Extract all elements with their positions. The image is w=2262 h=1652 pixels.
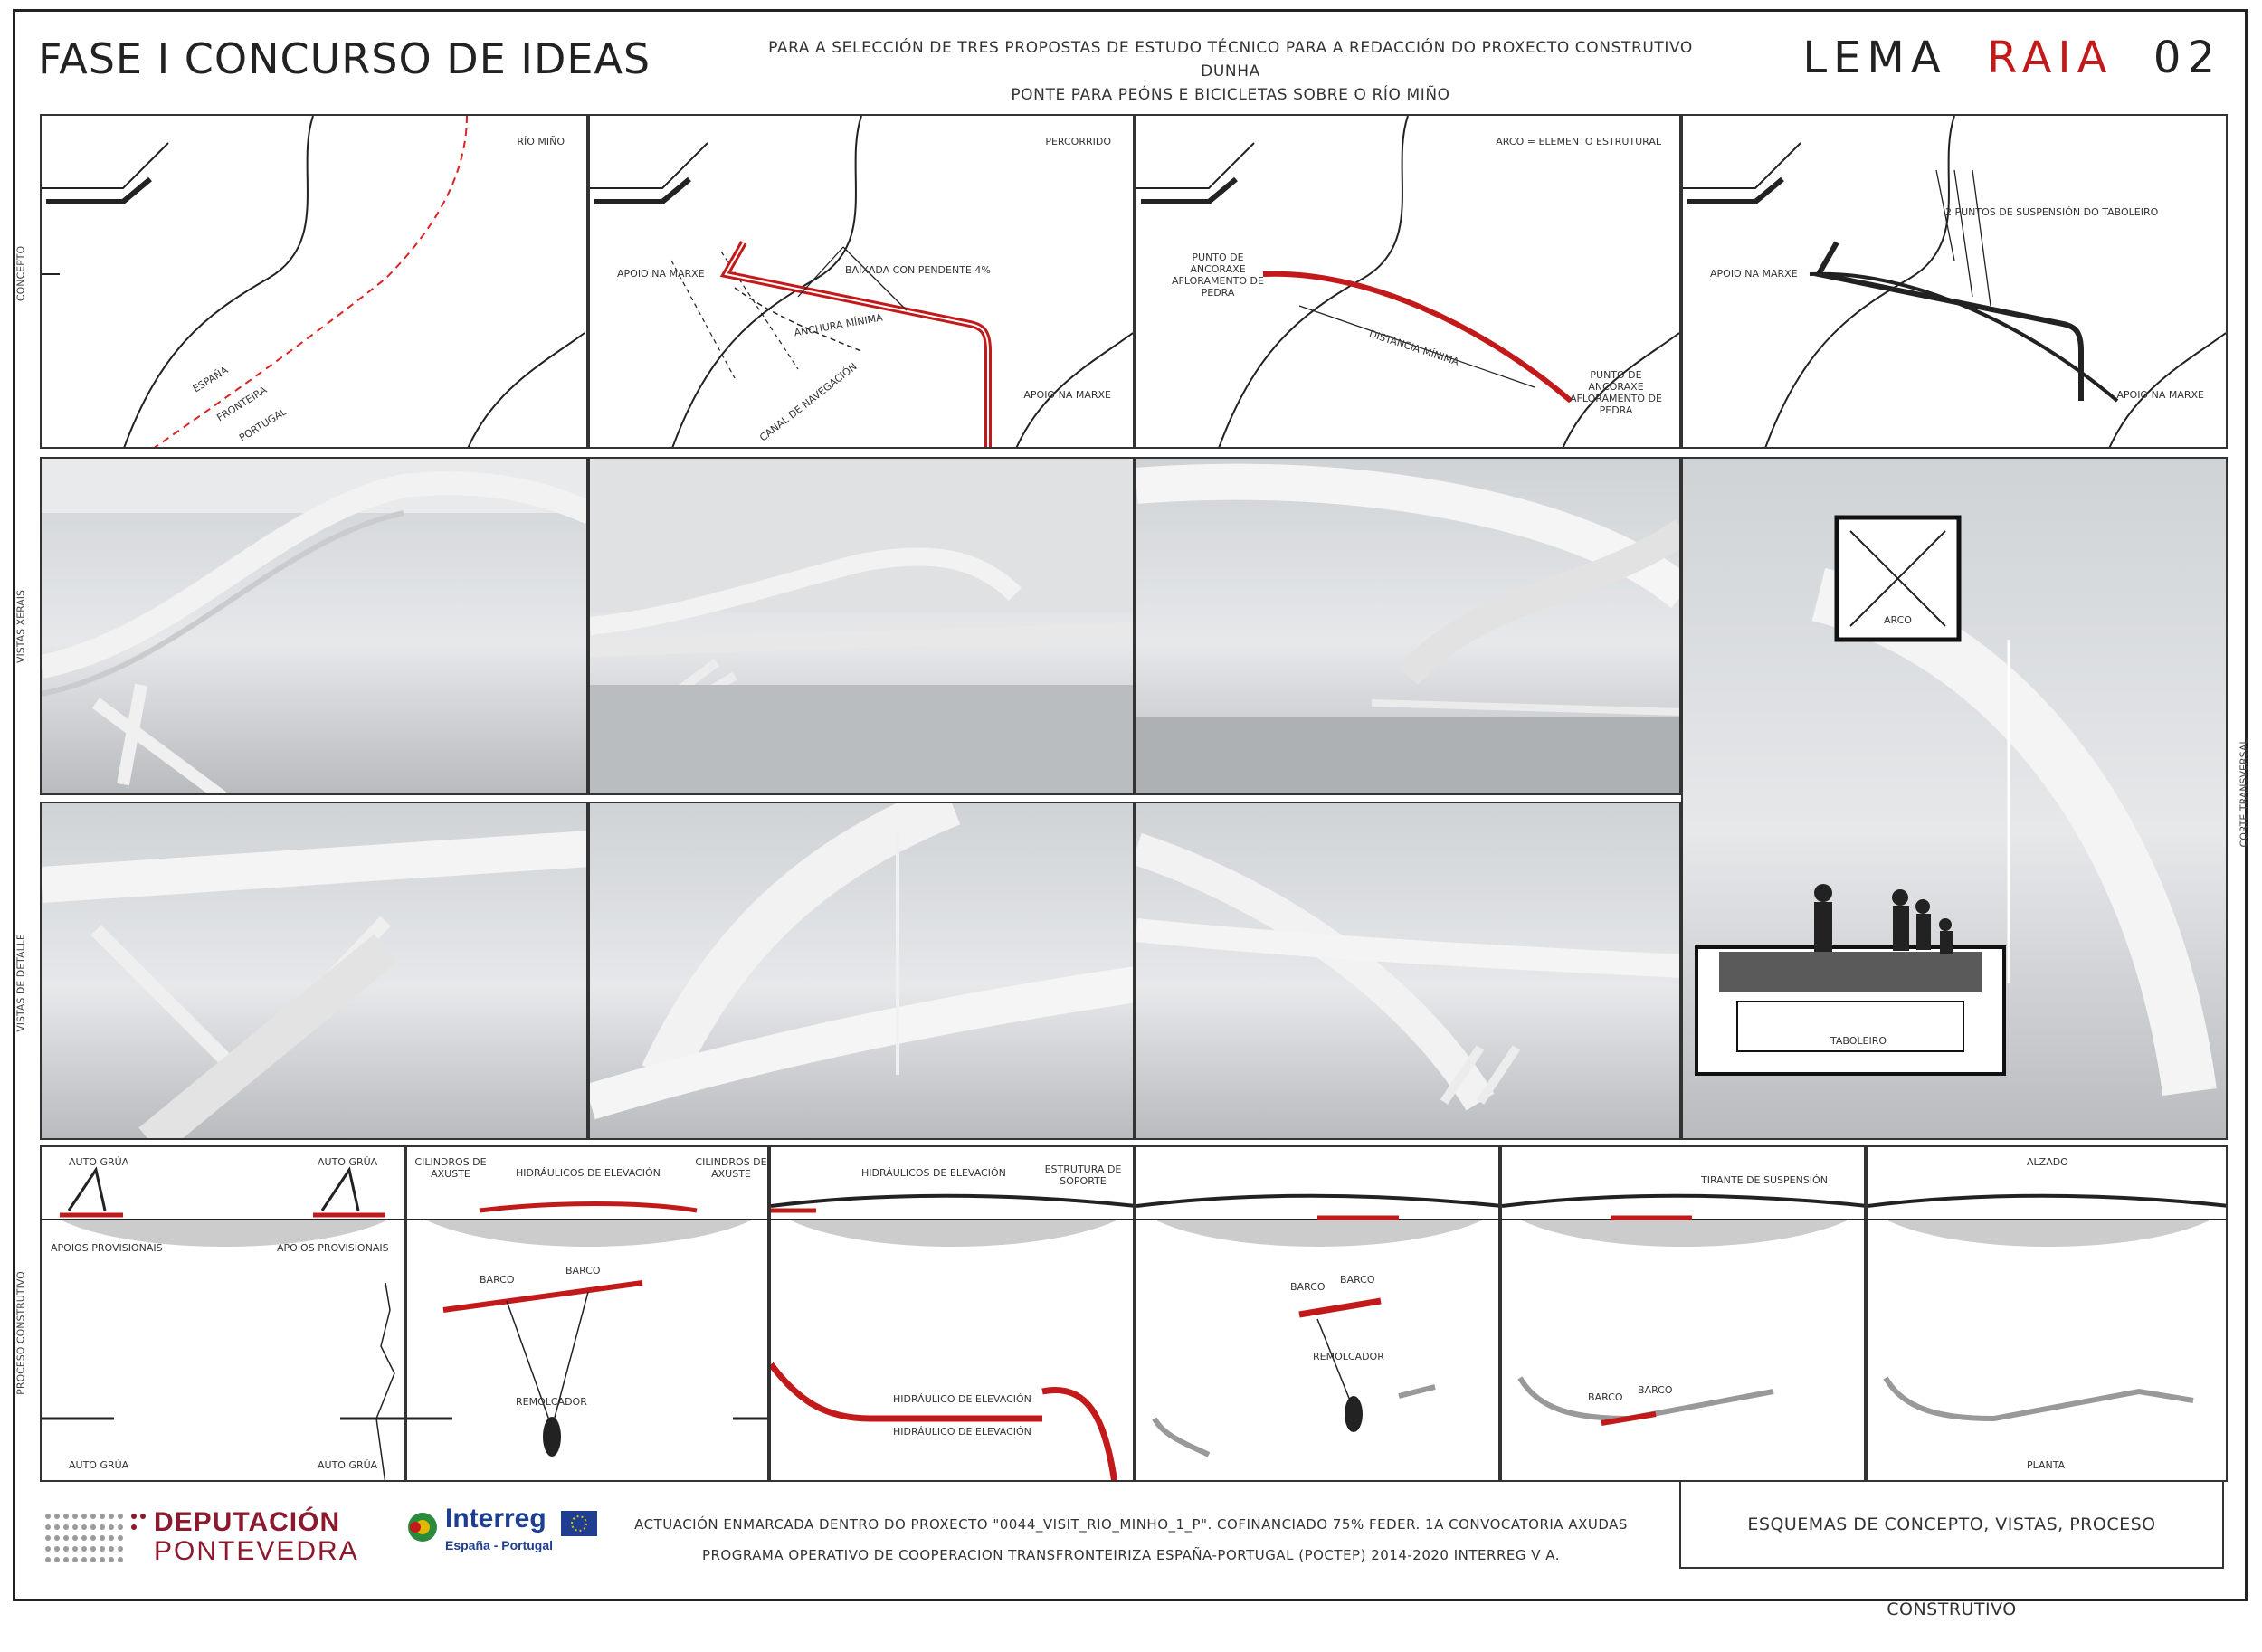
label-ancoraxe-1: PUNTO DE ANCORAXE AFLORAMENTO DE PEDRA — [1172, 252, 1264, 299]
bridge-detail-3 — [1136, 832, 1679, 1111]
p3-bottom-label-1: HIDRÁULICO DE ELEVACIÓN — [893, 1393, 1031, 1405]
concept-title-3: ARCO = ELEMENTO ESTRUTURAL — [1496, 136, 1661, 147]
cross-section-drawing — [1695, 515, 2217, 1096]
p1-bottom-label-1: AUTO GRÚA — [69, 1459, 129, 1471]
label-arco: ARCO — [1884, 614, 1912, 626]
suspension-drawing — [1683, 116, 2226, 447]
process-drawing-2 — [407, 1201, 767, 1457]
bridge-render-2 — [590, 459, 1133, 793]
row-label-vistas-detalle: VISTAS DE DETALLE — [14, 934, 27, 1032]
row-label-proceso: PROCESO CONSTRUTIVO — [14, 1271, 27, 1395]
p6-top-label-1: ALZADO — [2027, 1156, 2068, 1168]
p1-top-label-1: AUTO GRÚA — [69, 1156, 129, 1168]
p3-bottom-label-2: HIDRÁULICO DE ELEVACIÓN — [893, 1426, 1031, 1438]
process-panel-1: AUTO GRÚA AUTO GRÚA APOIOS PROVISIONAIS … — [40, 1145, 405, 1482]
render-detail-2 — [588, 802, 1135, 1140]
footer-line-2: PROGRAMA OPERATIVO DE COOPERACION TRANSF… — [701, 1547, 1561, 1563]
p1-top-label-2: AUTO GRÚA — [318, 1156, 378, 1168]
bridge-detail-1 — [42, 831, 586, 1138]
bridge-detail-2 — [590, 803, 1133, 1120]
label-baixada: BAIXADA CON PENDENTE 4% — [845, 264, 991, 276]
p4-bottom-label-2: BARCO — [1340, 1274, 1375, 1286]
concept-panel-arco: ARCO = ELEMENTO ESTRUTURAL PUNTO DE ANCO… — [1135, 114, 1681, 449]
process-drawing-4 — [1136, 1193, 1498, 1457]
p5-top-label-1: TIRANTE DE SUSPENSIÓN — [1701, 1174, 1828, 1186]
label-taboleiro: TABOLEIRO — [1830, 1035, 1887, 1047]
label-apoio-marxe-4: APOIO NA MARXE — [2116, 389, 2204, 401]
sheet-subtitle: PARA A SELECCIÓN DE TRES PROPOSTAS DE ES… — [760, 36, 1701, 107]
render-general-2 — [588, 457, 1135, 795]
eu-flag-icon — [561, 1511, 597, 1536]
render-detail-1 — [40, 802, 588, 1140]
bridge-render-3 — [1136, 463, 1679, 793]
interreg-logo-icon — [408, 1513, 437, 1542]
lema-title: LEMA RAIA 02 — [1802, 33, 2221, 83]
concept-panel-percorrido: PERCORRIDO APOIO NA MARXE BAIXADA CON PE… — [588, 114, 1135, 449]
arch-drawing — [1136, 116, 1679, 447]
lema-name: RAIA — [1987, 33, 2114, 83]
row-label-vistas-xerais: VISTAS XERAIS — [14, 589, 27, 664]
process-drawing-3 — [771, 1193, 1133, 1480]
river-map-drawing — [42, 116, 585, 447]
interreg-sub: España - Portugal — [445, 1538, 554, 1552]
label-apoio-marxe-2: APOIO NA MARXE — [1023, 389, 1111, 401]
process-panel-4: BARCO BARCO REMOLCADOR — [1135, 1145, 1500, 1482]
p2-bottom-label-2: BARCO — [566, 1265, 601, 1277]
render-general-1 — [40, 457, 588, 795]
sheet-title: FASE I CONCURSO DE IDEAS — [38, 34, 651, 83]
p1-top-label-3: APOIOS PROVISIONAIS — [51, 1242, 163, 1254]
lema-word: LEMA — [1802, 33, 1947, 83]
lema-number: 02 — [2153, 33, 2221, 83]
subtitle-line-2: PONTE PARA PEÓNS E BICICLETAS SOBRE O RÍ… — [1011, 86, 1450, 104]
process-drawing-6 — [1868, 1193, 2226, 1422]
p5-bottom-label-1: BARCO — [1588, 1391, 1623, 1403]
deputacion-sub: PONTEVEDRA — [154, 1536, 359, 1566]
concept-title-2: PERCORRIDO — [1045, 136, 1111, 147]
process-panel-6: ALZADO PLANTA — [1866, 1145, 2228, 1482]
sheet-frame — [13, 9, 2248, 1601]
p2-bottom-label-1: BARCO — [480, 1274, 515, 1286]
p2-top-label-3: CILINDROS DE AXUSTE — [695, 1156, 767, 1180]
concept-title-4: 2 PUNTOS DE SUSPENSIÓN DO TABOLEIRO — [1945, 206, 2159, 218]
concept-title-1: RÍO MIÑO — [517, 136, 565, 147]
cross-section-panel: ARCO TABOLEIRO — [1681, 457, 2228, 1140]
p2-bottom-label-3: REMOLCADOR — [516, 1396, 587, 1408]
p2-top-label-2: HIDRÁULICOS DE ELEVACIÓN — [516, 1167, 661, 1179]
p2-top-label-1: CILINDROS DE AXUSTE — [414, 1156, 487, 1180]
p4-bottom-label-1: BARCO — [1290, 1281, 1326, 1293]
process-panel-2: CILINDROS DE AXUSTE HIDRÁULICOS DE ELEVA… — [405, 1145, 769, 1482]
render-detail-3 — [1135, 802, 1681, 1140]
footer-line-1: ACTUACIÓN ENMARCADA DENTRO DO PROXECTO "… — [634, 1516, 1628, 1533]
p4-bottom-label-3: REMOLCADOR — [1313, 1351, 1384, 1362]
row-label-corte: CORTE TRANSVERSAL — [2238, 738, 2250, 848]
p5-bottom-label-2: BARCO — [1638, 1384, 1673, 1396]
p3-top-label-2: ESTRUTURA DE SOPORTE — [1044, 1163, 1122, 1187]
label-apoio-marxe-3: APOIO NA MARXE — [1710, 268, 1798, 280]
interreg-name: Interreg — [445, 1504, 546, 1533]
path-drawing — [590, 116, 1133, 447]
row-label-concepto: CONCEPTO — [14, 245, 27, 302]
p1-bottom-label-2: AUTO GRÚA — [318, 1459, 378, 1471]
deputacion-name: DEPUTACIÓN — [154, 1507, 341, 1537]
p6-bottom-label-1: PLANTA — [2027, 1459, 2066, 1471]
process-drawing-5 — [1502, 1193, 1864, 1426]
deputacion-logo-dots — [45, 1514, 146, 1562]
process-panel-5: TIRANTE DE SUSPENSIÓN BARCO BARCO — [1500, 1145, 1866, 1482]
bridge-render-1 — [42, 459, 586, 793]
render-general-3 — [1135, 457, 1681, 795]
process-drawing-1 — [42, 1166, 404, 1480]
concept-panel-rio: RÍO MIÑO ESPAÑA FRONTEIRA PORTUGAL — [40, 114, 588, 449]
label-apoio-marxe-1: APOIO NA MARXE — [617, 268, 705, 280]
process-panel-3: HIDRÁULICOS DE ELEVACIÓN ESTRUTURA DE SO… — [769, 1145, 1135, 1482]
sheet-caption: ESQUEMAS DE CONCEPTO, VISTAS, PROCESO CO… — [1679, 1480, 2224, 1619]
p1-top-label-4: APOIOS PROVISIONAIS — [277, 1242, 389, 1254]
p3-top-label-1: HIDRÁULICOS DE ELEVACIÓN — [861, 1167, 1006, 1179]
label-ancoraxe-2: PUNTO DE ANCORAXE AFLORAMENTO DE PEDRA — [1570, 369, 1662, 416]
subtitle-line-1: PARA A SELECCIÓN DE TRES PROPOSTAS DE ES… — [768, 39, 1693, 81]
concept-panel-suspension: 2 PUNTOS DE SUSPENSIÓN DO TABOLEIRO APOI… — [1681, 114, 2228, 449]
